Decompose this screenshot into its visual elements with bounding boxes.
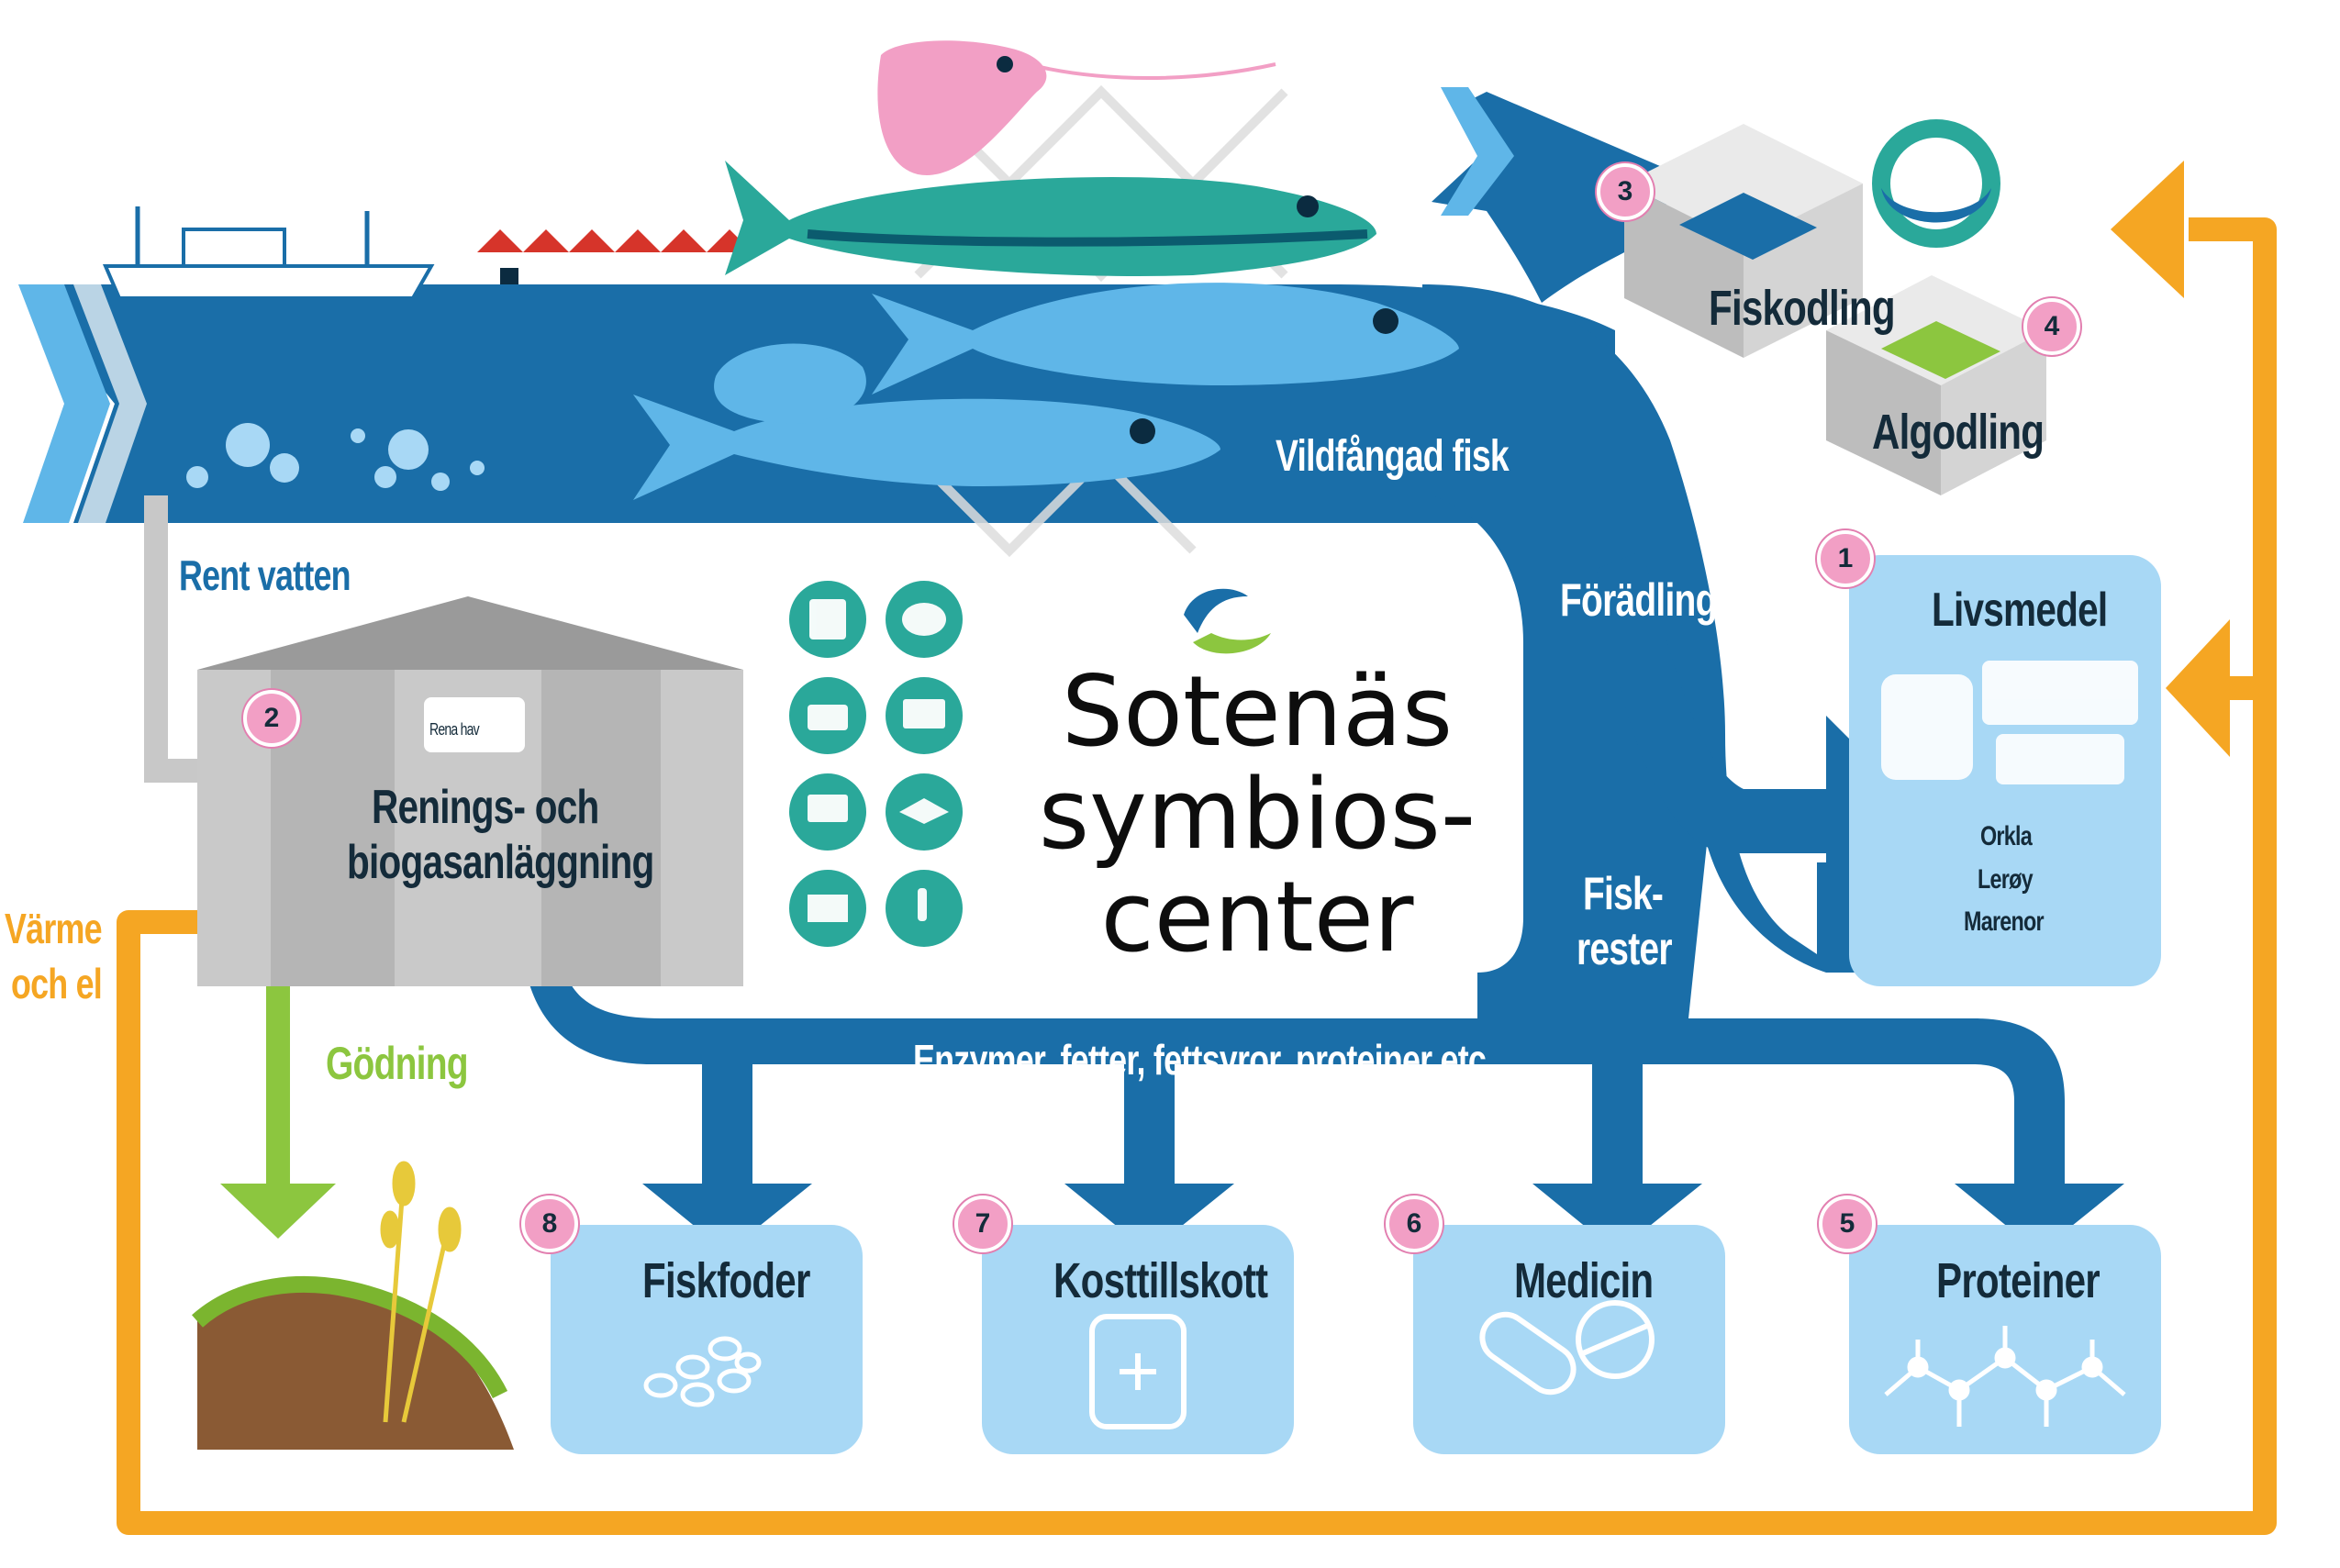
company-leroy: Lerøy <box>1978 864 2034 895</box>
facility-title-1: Renings- och <box>372 781 599 834</box>
heat-label-2: och el <box>11 960 103 1007</box>
badge-4: 4 <box>2023 298 2080 355</box>
blue-ring-logo-icon <box>1872 119 2000 248</box>
badge-1: 1 <box>1817 530 1874 587</box>
oyster-icon <box>714 343 866 424</box>
enzymes-label: Enzymer, fetter, fettsyror, proteiner et… <box>913 1036 1495 1084</box>
center-title: Sotenäs symbios- center <box>1019 661 1496 969</box>
facility-shade-3 <box>661 670 743 986</box>
bubbles <box>186 423 485 491</box>
clean-water-pipe <box>144 495 211 783</box>
heat-arrow-food <box>2166 619 2230 757</box>
molecule-icon <box>1884 1326 2126 1427</box>
heat-label-1: Värme <box>5 905 103 952</box>
fishing-boat-icon <box>102 206 435 300</box>
fiskodling-label: Fiskodling <box>1709 281 1896 336</box>
proteiner-label: Proteiner <box>1936 1253 2100 1308</box>
pellets-icon <box>643 1336 762 1407</box>
mackerel-icon <box>725 161 1376 276</box>
wheat-icon <box>380 1161 462 1423</box>
kosttillskott-label: Kosttillskott <box>1053 1253 1268 1308</box>
badge-2: 2 <box>243 690 300 747</box>
arrow-medicin <box>1532 1184 1702 1252</box>
fiskfoder-box <box>551 1225 863 1454</box>
supplement-jar-icon <box>1089 1314 1187 1429</box>
company-marenor: Marenor <box>1964 906 2045 937</box>
fertilizer-shaft <box>266 986 290 1188</box>
rena-hav-logo-bg <box>424 697 525 752</box>
heat-arrow-top <box>2111 161 2184 298</box>
center-title-line-1: Sotenäs <box>1061 655 1454 768</box>
fiskfoder-label: Fiskfoder <box>642 1253 810 1308</box>
sea-chevron-2 <box>73 284 147 523</box>
herring-icon-upper <box>872 283 1459 395</box>
food-jar-icon <box>1881 661 2138 784</box>
badge-6: 6 <box>1386 1195 1443 1252</box>
pills-icon <box>1479 1300 1655 1396</box>
heat-loop <box>117 217 2277 1535</box>
facility-roof <box>197 596 743 670</box>
center-icon-glyphs <box>808 599 949 922</box>
flow-to-livsmedel <box>1597 550 1918 899</box>
algodling-box <box>1826 275 2046 495</box>
badge-5: 5 <box>1819 1195 1876 1252</box>
shrimp-icon <box>877 40 1276 175</box>
field <box>197 1284 514 1450</box>
factory-icon <box>477 229 752 284</box>
arrow-kosttillskott <box>1064 1184 1234 1252</box>
fertilizer-arrow <box>220 1184 336 1239</box>
fish-remains-label-1: Fisk- <box>1583 868 1664 919</box>
algodling-label: Algodling <box>1872 405 2045 460</box>
arrow-proteiner <box>1955 1184 2124 1252</box>
kosttillskott-box <box>982 1225 1294 1454</box>
refining-label: Förädling <box>1560 574 1717 626</box>
badge-7: 7 <box>954 1195 1011 1252</box>
fertilizer-label: Gödning <box>326 1038 469 1089</box>
fiskodling-box <box>1624 124 1863 358</box>
center-title-line-2: symbios- <box>1038 758 1476 871</box>
sea-chevron-1 <box>18 284 110 523</box>
medicin-box <box>1413 1225 1725 1454</box>
sotenas-logo-icon <box>1184 588 1271 654</box>
wild-fish-label: Vildfångad fisk <box>1276 432 1510 481</box>
rena-hav-logo-text: Rena hav <box>429 720 480 739</box>
field-grass <box>192 1276 508 1399</box>
medicin-label: Medicin <box>1514 1253 1654 1308</box>
farming-chevron <box>1441 87 1514 216</box>
livsmedel-title: Livsmedel <box>1932 584 2108 637</box>
badge-3: 3 <box>1597 163 1654 220</box>
arrow-fiskfoder <box>642 1184 812 1252</box>
fish-remains-label-2: rester <box>1577 923 1673 974</box>
clean-water-label: Rent vatten <box>179 551 351 599</box>
company-orkla: Orkla <box>1980 821 2033 851</box>
facility-title-2: biogasanläggning <box>347 836 654 889</box>
center-title-line-3: center <box>1100 861 1414 973</box>
badge-8: 8 <box>521 1195 578 1252</box>
